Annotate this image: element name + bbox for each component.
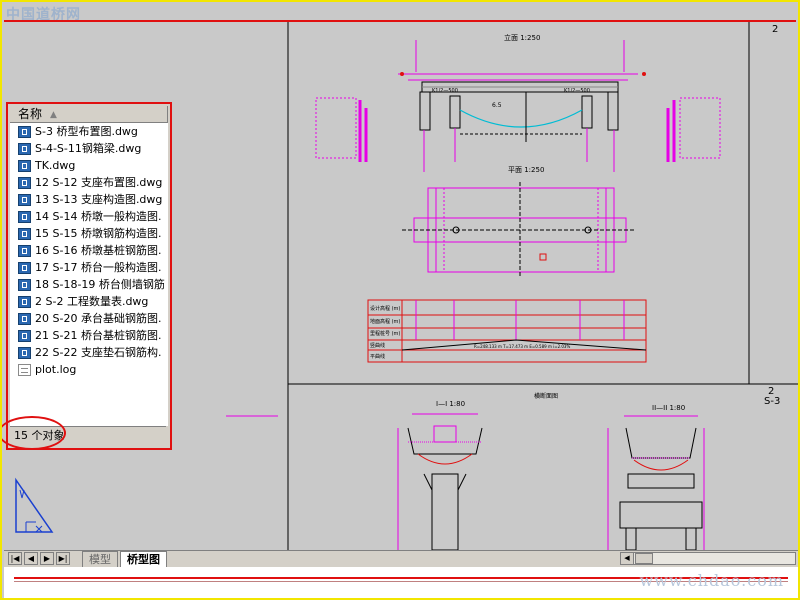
sort-ascending-icon: ▲: [50, 110, 57, 120]
file-list-item[interactable]: 21 S-21 桥台基桩钢筋图.: [10, 327, 168, 344]
dwg-file-icon: [18, 295, 31, 308]
table-row-3: 里程桩号 (m): [370, 330, 400, 337]
file-list-item[interactable]: 14 S-14 桥墩一般构造图.: [10, 208, 168, 225]
dwg-file-icon: [18, 261, 31, 274]
scroll-left-icon[interactable]: ◀: [621, 553, 634, 564]
file-name: 18 S-18-19 桥台侧墙钢筋: [35, 278, 165, 291]
column-header-label: 名称: [18, 107, 43, 121]
file-name: 16 S-16 桥墩基桩钢筋图.: [35, 244, 162, 257]
dwg-file-icon: [18, 329, 31, 342]
file-name: S-4-S-11钢箱梁.dwg: [35, 142, 142, 155]
last-tab-icon[interactable]: ▶|: [56, 552, 70, 565]
file-list-item[interactable]: 12 S-12 支座布置图.dwg: [10, 174, 168, 191]
file-list-item[interactable]: 15 S-15 桥墩钢筋构造图.: [10, 225, 168, 242]
section-2-title: II—II 1:80: [652, 404, 685, 412]
layout-tab-bar: |◀ ◀ ▶ ▶| 模型 桥型图 ◀: [4, 550, 798, 568]
file-name: plot.log: [35, 363, 77, 376]
file-name: 17 S-17 桥台一般构造图.: [35, 261, 162, 274]
ucs-icon: [15, 477, 54, 533]
file-name: 21 S-21 桥台基桩钢筋图.: [35, 329, 162, 342]
cross-sections: 横断面图 I—I 1:80 II—II 1:80: [397, 392, 705, 550]
plan-title: 平面 1:250: [508, 166, 544, 174]
file-name: 12 S-12 支座布置图.dwg: [35, 176, 163, 189]
top-watermark: 中国道桥网: [6, 7, 81, 23]
file-list-item[interactable]: TK.dwg: [10, 157, 168, 174]
file-list-item[interactable]: 13 S-13 支座构造图.dwg: [10, 191, 168, 208]
tab-layout-bridge[interactable]: 桥型图: [120, 551, 167, 568]
table-row-1: 设计高程 (m): [370, 305, 400, 312]
file-list-item[interactable]: S-4-S-11钢箱梁.dwg: [10, 140, 168, 157]
first-tab-icon[interactable]: |◀: [8, 552, 22, 565]
profile-table: 设计高程 (m) 地面高程 (m) 里程桩号 (m) 竖曲线 平曲线 R=248…: [367, 299, 647, 363]
prev-tab-icon[interactable]: ◀: [24, 552, 38, 565]
dwg-file-icon: [18, 227, 31, 240]
table-row-5: 平曲线: [370, 353, 385, 360]
section-caption: 横断面图: [534, 392, 558, 400]
section-1-title: I—I 1:80: [436, 400, 465, 408]
file-name: 13 S-13 支座构造图.dwg: [35, 193, 163, 206]
elevation-view: 立面 1:250 K1/2—500 K1/2—500 6.5: [315, 33, 721, 172]
dwg-file-icon: [18, 312, 31, 325]
elevation-title: 立面 1:250: [504, 33, 540, 42]
cad-drawing: 立面 1:250 K1/2—500 K1/2—500 6.5 平面 1:250: [226, 22, 798, 550]
file-name: 14 S-14 桥墩一般构造图.: [35, 210, 162, 223]
dwg-file-icon: [18, 210, 31, 223]
page-number-top: 2: [772, 24, 779, 35]
horizontal-scrollbar[interactable]: ◀: [620, 552, 796, 565]
dwg-file-icon: [18, 193, 31, 206]
file-name: 22 S-22 支座垫石钢筋构.: [35, 346, 162, 359]
pier-right-label: K1/2—500: [564, 88, 590, 94]
span-dim: 6.5: [492, 102, 502, 109]
dwg-file-icon: [18, 278, 31, 291]
dwg-file-icon: [18, 176, 31, 189]
file-name: 2 S-2 工程数量表.dwg: [35, 295, 149, 308]
page-number-bottom: 2: [768, 386, 775, 397]
file-list-item[interactable]: S-3 桥型布置图.dwg: [10, 123, 168, 140]
pier-left-label: K1/2—500: [432, 88, 458, 94]
next-tab-icon[interactable]: ▶: [40, 552, 54, 565]
dwg-file-icon: [18, 244, 31, 257]
file-name: 20 S-20 承台基础钢筋图.: [35, 312, 162, 325]
dwg-file-icon: [18, 125, 31, 138]
plan-view: 平面 1:250: [402, 166, 636, 278]
file-list-item[interactable]: 17 S-17 桥台一般构造图.: [10, 259, 168, 276]
sheet-reference: S-3: [764, 396, 781, 407]
file-list-item[interactable]: plot.log: [10, 361, 168, 378]
file-list-item[interactable]: 2 S-2 工程数量表.dwg: [10, 293, 168, 310]
bottom-thin-rule: [14, 581, 788, 582]
file-list-item[interactable]: 20 S-20 承台基础钢筋图.: [10, 310, 168, 327]
text-file-icon: [18, 363, 31, 376]
site-watermark: www.chdao.com: [639, 571, 784, 590]
status-highlight-oval: [2, 416, 66, 450]
curve-text: R=248.133 m T=17.473 m E=0.589 m i=2.03%: [474, 344, 570, 349]
bottom-red-rule: [14, 577, 788, 579]
file-name: TK.dwg: [35, 159, 76, 172]
tab-model[interactable]: 模型: [82, 551, 118, 568]
table-row-4: 竖曲线: [370, 342, 385, 349]
bottom-banner: www.chdao.com: [4, 567, 798, 598]
column-header-name[interactable]: 名称 ▲: [10, 106, 168, 123]
file-name: 15 S-15 桥墩钢筋构造图.: [35, 227, 162, 240]
dwg-file-icon: [18, 346, 31, 359]
file-list-item[interactable]: 18 S-18-19 桥台侧墙钢筋: [10, 276, 168, 293]
top-red-rule: [4, 20, 796, 22]
file-name: S-3 桥型布置图.dwg: [35, 125, 138, 138]
table-row-2: 地面高程 (m): [370, 318, 400, 325]
scroll-thumb[interactable]: [635, 553, 653, 564]
dwg-file-icon: [18, 142, 31, 155]
dwg-file-icon: [18, 159, 31, 172]
file-list-item[interactable]: 22 S-22 支座垫石钢筋构.: [10, 344, 168, 361]
file-list-item[interactable]: 16 S-16 桥墩基桩钢筋图.: [10, 242, 168, 259]
